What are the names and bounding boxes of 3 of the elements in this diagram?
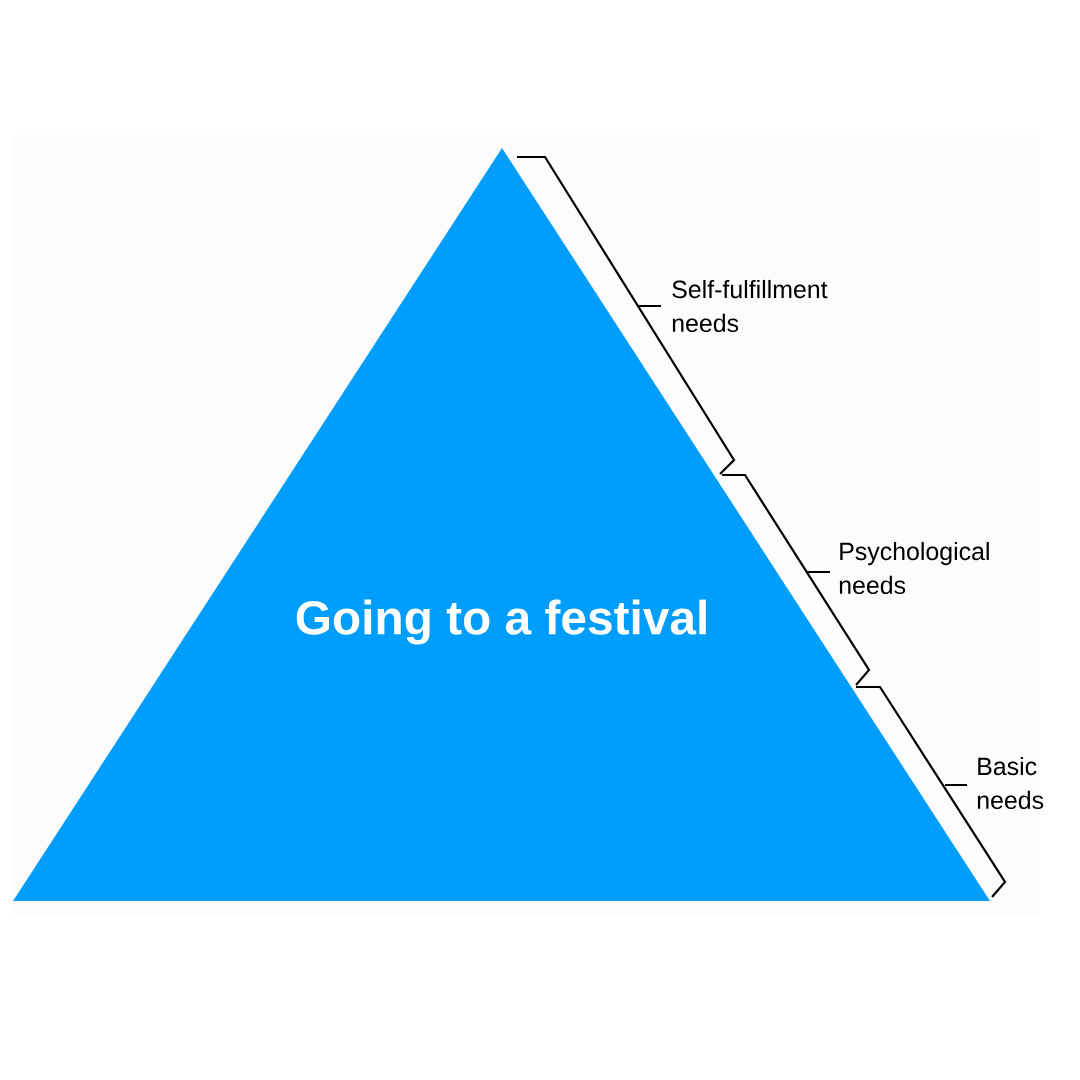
bracket-label: Basic needs [977, 756, 1044, 810]
bracket-label: Self-fulfillment needs [672, 279, 828, 333]
bracket-label: Psychological needs [839, 541, 989, 595]
